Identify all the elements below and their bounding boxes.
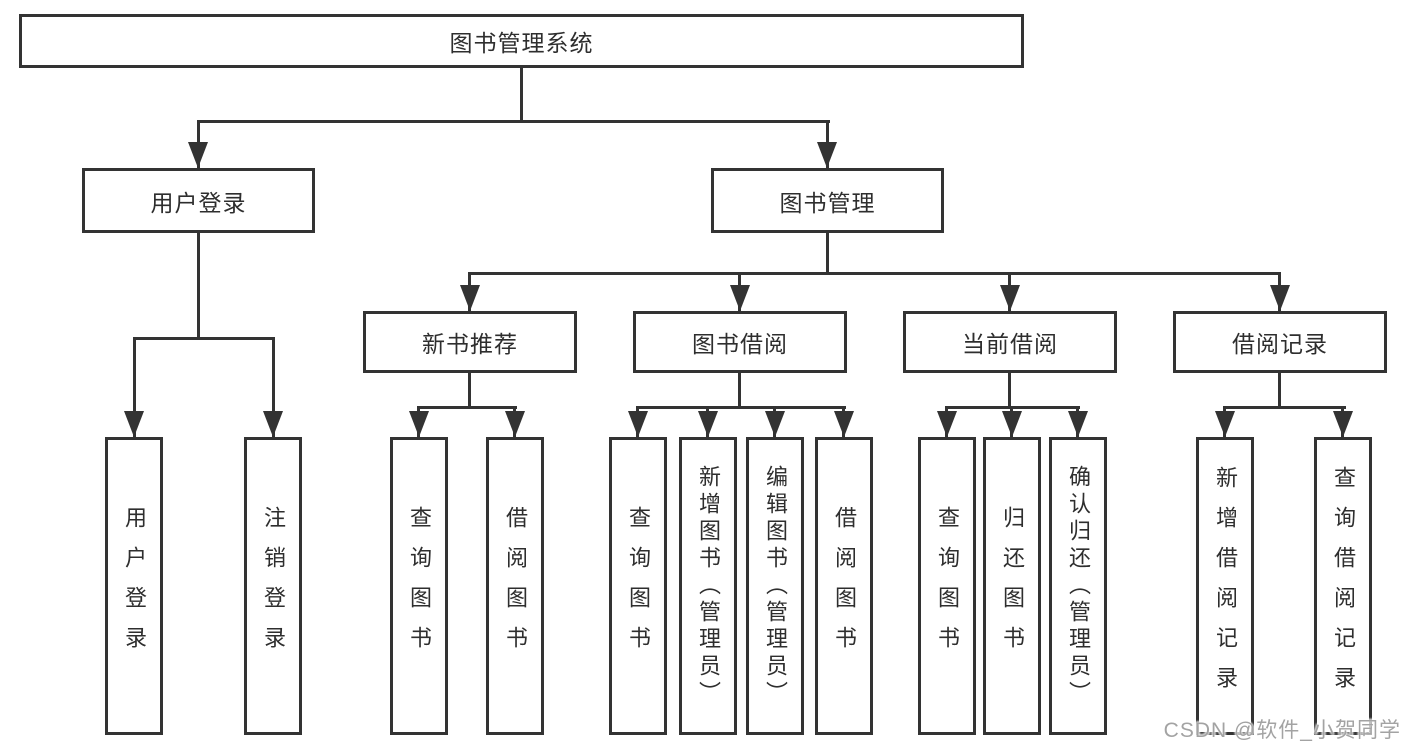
leaf-add-book-admin: 新增图书（管理员） (679, 437, 737, 735)
leaf-borrow-books: 借阅图书 (815, 437, 873, 735)
connector-borrow-records-bus (1223, 406, 1346, 409)
leaf-borrow-books-recommend: 借阅图书 (486, 437, 544, 735)
arrow-down-icon (1002, 411, 1022, 437)
arrow-down-icon (1215, 411, 1235, 437)
arrow-down-icon (1068, 411, 1088, 437)
connector-user-login-stem (197, 233, 200, 337)
leaf-confirm-return-admin: 确认归还（管理员） (1049, 437, 1107, 735)
leaf-label: 注销登录 (261, 506, 286, 666)
arrow-down-icon (188, 142, 208, 168)
arrow-down-icon (817, 142, 837, 168)
leaf-label: 确认归还（管理员） (1066, 464, 1091, 708)
leaf-query-borrow-record: 查询借阅记录 (1314, 437, 1372, 735)
node-new-book-recommend: 新书推荐 (363, 311, 577, 373)
leaf-label: 借阅图书 (503, 506, 528, 666)
leaf-edit-book-admin: 编辑图书（管理员） (746, 437, 804, 735)
leaf-label: 查询图书 (407, 506, 432, 666)
arrow-down-icon (628, 411, 648, 437)
leaf-logout: 注销登录 (244, 437, 302, 735)
leaf-label: 查询借阅记录 (1331, 466, 1356, 706)
leaf-label: 借阅图书 (832, 506, 857, 666)
arrow-down-icon (698, 411, 718, 437)
connector-root-stem (520, 68, 523, 120)
connector-drop-leaf-logout (272, 337, 275, 437)
connector-book-management-bus (468, 272, 1281, 275)
node-book-borrow: 图书借阅 (633, 311, 847, 373)
leaf-label: 查询图书 (935, 506, 960, 666)
arrow-down-icon (937, 411, 957, 437)
connector-borrow-records-stem (1278, 373, 1281, 406)
connector-book-borrow-stem (738, 373, 741, 406)
leaf-user-login: 用户登录 (105, 437, 163, 735)
node-user-login: 用户登录 (82, 168, 315, 233)
leaf-query-books-recommend: 查询图书 (390, 437, 448, 735)
connector-current-borrow-stem (1008, 373, 1011, 406)
connector-root-bus (197, 120, 830, 123)
arrow-down-icon (1270, 285, 1290, 311)
node-library-system: 图书管理系统 (19, 14, 1024, 68)
arrow-down-icon (460, 285, 480, 311)
arrow-down-icon (1333, 411, 1353, 437)
connector-user-login-bus (133, 337, 275, 340)
leaf-add-borrow-record: 新增借阅记录 (1196, 437, 1254, 735)
arrow-down-icon (263, 411, 283, 437)
arrow-down-icon (730, 285, 750, 311)
connector-new-book-stem (468, 373, 471, 406)
leaf-label: 新增借阅记录 (1213, 466, 1238, 706)
connector-book-management-stem (826, 233, 829, 272)
connector-book-borrow-bus (636, 406, 846, 409)
node-current-borrow: 当前借阅 (903, 311, 1117, 373)
arrow-down-icon (765, 411, 785, 437)
leaf-label: 新增图书（管理员） (696, 464, 721, 708)
node-borrow-records: 借阅记录 (1173, 311, 1387, 373)
leaf-query-books-borrow: 查询图书 (609, 437, 667, 735)
leaf-query-books-current: 查询图书 (918, 437, 976, 735)
leaf-label: 查询图书 (626, 506, 651, 666)
connector-drop-leaf-user-login (133, 337, 136, 437)
csdn-watermark: CSDN @软件_小贺同学 (1163, 719, 1401, 742)
leaf-label: 编辑图书（管理员） (763, 464, 788, 708)
leaf-label: 归还图书 (1000, 506, 1025, 666)
node-book-management: 图书管理 (711, 168, 944, 233)
leaf-label: 用户登录 (122, 506, 147, 666)
arrow-down-icon (409, 411, 429, 437)
arrow-down-icon (1000, 285, 1020, 311)
arrow-down-icon (834, 411, 854, 437)
arrow-down-icon (505, 411, 525, 437)
arrow-down-icon (124, 411, 144, 437)
connector-new-book-bus (417, 406, 517, 409)
leaf-return-book: 归还图书 (983, 437, 1041, 735)
